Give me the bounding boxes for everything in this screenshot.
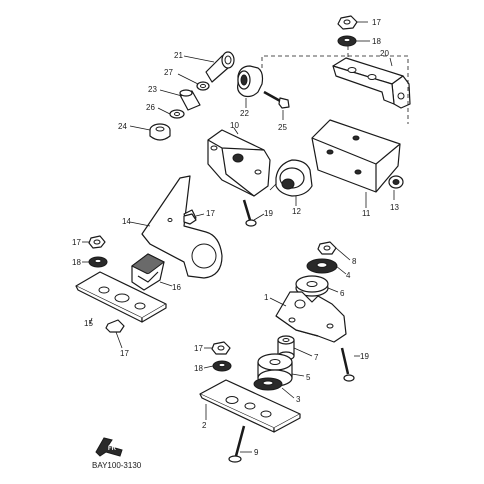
- callout-23: 23: [148, 85, 157, 94]
- nut-27[interactable]: [196, 81, 210, 91]
- callout-19: 19: [264, 209, 273, 218]
- nut-17-left[interactable]: [88, 235, 106, 249]
- callout-7: 7: [314, 353, 319, 362]
- bolt-19-right[interactable]: [340, 347, 355, 382]
- damper-22[interactable]: [237, 65, 264, 98]
- callout-25: 25: [278, 123, 287, 132]
- plate-15[interactable]: [75, 271, 167, 323]
- nut-17-bracket[interactable]: [183, 213, 197, 225]
- washer-4[interactable]: [306, 258, 338, 274]
- callout-17: 17: [372, 18, 381, 27]
- front-arrow-icon: FR: [95, 437, 123, 457]
- drawing-code: BAY100-3130: [92, 461, 142, 470]
- nut-17-plate[interactable]: [105, 319, 125, 333]
- alignment-line-upper: [261, 55, 409, 124]
- callout-24: 24: [118, 122, 127, 131]
- callout-26: 26: [146, 103, 155, 112]
- bolt-9[interactable]: [228, 425, 246, 463]
- callout-27: 27: [164, 68, 173, 77]
- leader-lines: [82, 21, 395, 453]
- callout-17: 17: [194, 344, 203, 353]
- front-mark: FR: [108, 446, 117, 452]
- callout-15: 15: [84, 319, 93, 328]
- callout-18: 18: [372, 37, 381, 46]
- callout-14: 14: [122, 217, 131, 226]
- callout-12: 12: [292, 207, 301, 216]
- plate-2[interactable]: [199, 379, 301, 433]
- nut-26[interactable]: [169, 109, 185, 119]
- callout-17: 17: [72, 238, 81, 247]
- callout-22: 22: [240, 109, 249, 118]
- callout-17: 17: [206, 209, 215, 218]
- sleeve-23[interactable]: [179, 89, 201, 111]
- nut-17-lower[interactable]: [211, 341, 231, 355]
- callout-2: 2: [202, 421, 207, 430]
- callout-9: 9: [254, 448, 259, 457]
- bracket-20[interactable]: [332, 57, 411, 109]
- callout-18: 18: [72, 258, 81, 267]
- cover-11[interactable]: [311, 119, 401, 193]
- bolt-25[interactable]: [263, 90, 290, 109]
- mount-10[interactable]: [207, 129, 271, 197]
- damper-16[interactable]: [131, 253, 165, 291]
- bracket-14[interactable]: [141, 175, 223, 279]
- washer-18-left[interactable]: [88, 256, 108, 268]
- bracket-12[interactable]: [269, 159, 313, 197]
- callout-6: 6: [340, 289, 345, 298]
- washer-3[interactable]: [253, 377, 283, 391]
- washer-18-top[interactable]: [337, 35, 357, 47]
- callout-16: 16: [172, 283, 181, 292]
- washer-18-lower[interactable]: [212, 360, 232, 372]
- bolt-19-upper[interactable]: [242, 199, 257, 227]
- nut-8[interactable]: [317, 241, 337, 255]
- callout-8: 8: [352, 257, 357, 266]
- callout-5: 5: [306, 373, 311, 382]
- callout-17: 17: [120, 349, 129, 358]
- callout-labels: 17 18 20 21 27 23 22 26 24 25 10 12 11 1…: [72, 18, 399, 457]
- bracket-1[interactable]: [275, 291, 347, 343]
- grommet-13[interactable]: [388, 175, 404, 189]
- callout-18: 18: [194, 364, 203, 373]
- callout-1: 1: [264, 293, 269, 302]
- rod-end-21[interactable]: [205, 51, 235, 83]
- damper-6[interactable]: [295, 275, 329, 297]
- callout-13: 13: [390, 203, 399, 212]
- callout-11: 11: [362, 209, 371, 218]
- callout-4: 4: [346, 271, 351, 280]
- nut-17-top[interactable]: [337, 15, 358, 30]
- callout-20: 20: [380, 49, 389, 58]
- cap-24[interactable]: [149, 123, 171, 141]
- callout-10: 10: [230, 121, 239, 130]
- callout-21: 21: [174, 51, 183, 60]
- callout-3: 3: [296, 395, 301, 404]
- callout-19: 19: [360, 352, 369, 361]
